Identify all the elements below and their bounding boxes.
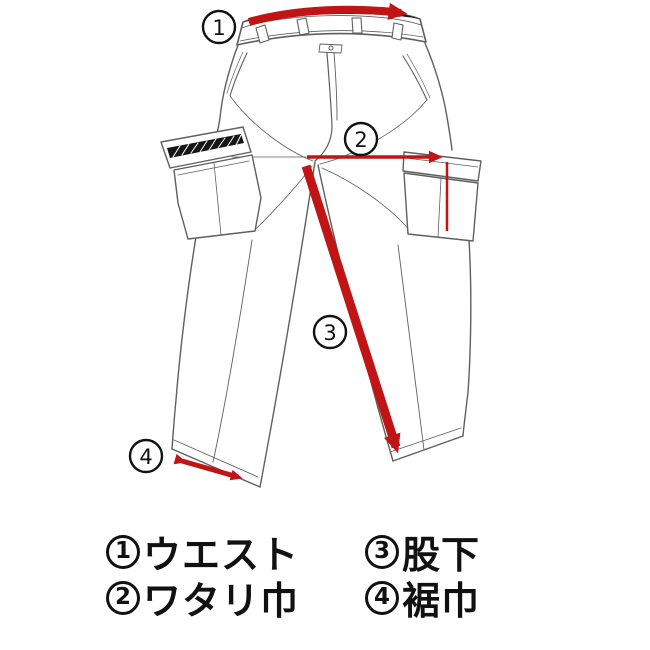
belt-loop [351, 17, 363, 34]
legend-number-waist: 1 [106, 534, 140, 569]
left-inseam [259, 161, 316, 488]
right-hem [392, 435, 464, 462]
front-pocket-right-stitch [406, 53, 431, 99]
legend-item-hem-width: 4 裾巾 [365, 570, 480, 625]
belt-loop [296, 17, 310, 36]
measurement-arrows [173, 2, 449, 481]
right-cargo-pocket [402, 151, 482, 242]
flap-hatching [172, 134, 242, 158]
button [328, 45, 334, 51]
closure-tab [318, 43, 343, 54]
pants-outline [160, 8, 482, 488]
legend-label-hem-width: 裾巾 [402, 579, 481, 623]
diagram-markers: 1 2 3 4 [128, 9, 379, 474]
left-leg-outer [171, 236, 197, 450]
front-pocket-left-stitch [226, 51, 244, 94]
hem-width-arrow [173, 453, 243, 481]
right-outer-seam [424, 42, 453, 151]
front-pocket-left [229, 52, 248, 97]
right-cuff-stitch [389, 427, 462, 453]
left-knee-line [253, 165, 313, 232]
left-hem [171, 448, 261, 488]
legend-item-waist: 1 ウエスト [106, 524, 299, 579]
legend-label-thigh-width: ワタリ巾 [143, 579, 300, 623]
legend-label-inseam: 股下 [402, 533, 481, 577]
fly-stitch [333, 52, 338, 121]
marker-number: 2 [354, 128, 367, 152]
inseam-arrow [301, 164, 401, 454]
left-crease [212, 239, 253, 463]
belt-loop [391, 22, 404, 41]
marker-thigh-width: 2 [343, 121, 379, 157]
pocket-body [403, 172, 479, 242]
flap-dark-strip [167, 134, 244, 158]
pocket-pleat [437, 177, 442, 238]
marker-number: 4 [139, 445, 152, 469]
legend-item-inseam: 3 股下 [365, 524, 480, 579]
legend-number-thigh-width: 2 [106, 580, 140, 615]
legend-number-inseam: 3 [365, 534, 399, 569]
pocket-stitch [177, 160, 250, 176]
fly-seam [314, 52, 333, 162]
legend-item-thigh-width: 2 ワタリ巾 [106, 570, 299, 625]
waist-arrow [247, 2, 408, 26]
marker-hem-width: 4 [128, 438, 164, 474]
marker-number: 1 [212, 16, 225, 40]
right-leg-outer [462, 239, 472, 437]
right-crease [397, 244, 425, 451]
front-pocket-right [402, 55, 428, 101]
pocket-pleat [213, 162, 222, 236]
marker-waist: 1 [201, 9, 237, 45]
right-knee-line [321, 167, 413, 234]
legend-number-hem-width: 4 [365, 580, 399, 615]
left-cargo-pocket [160, 126, 262, 240]
pocket-flap [402, 151, 482, 182]
marker-number: 3 [323, 321, 336, 345]
legend-label-waist: ウエスト [143, 533, 300, 577]
belt-loop [255, 24, 270, 44]
marker-inseam: 3 [312, 314, 348, 350]
